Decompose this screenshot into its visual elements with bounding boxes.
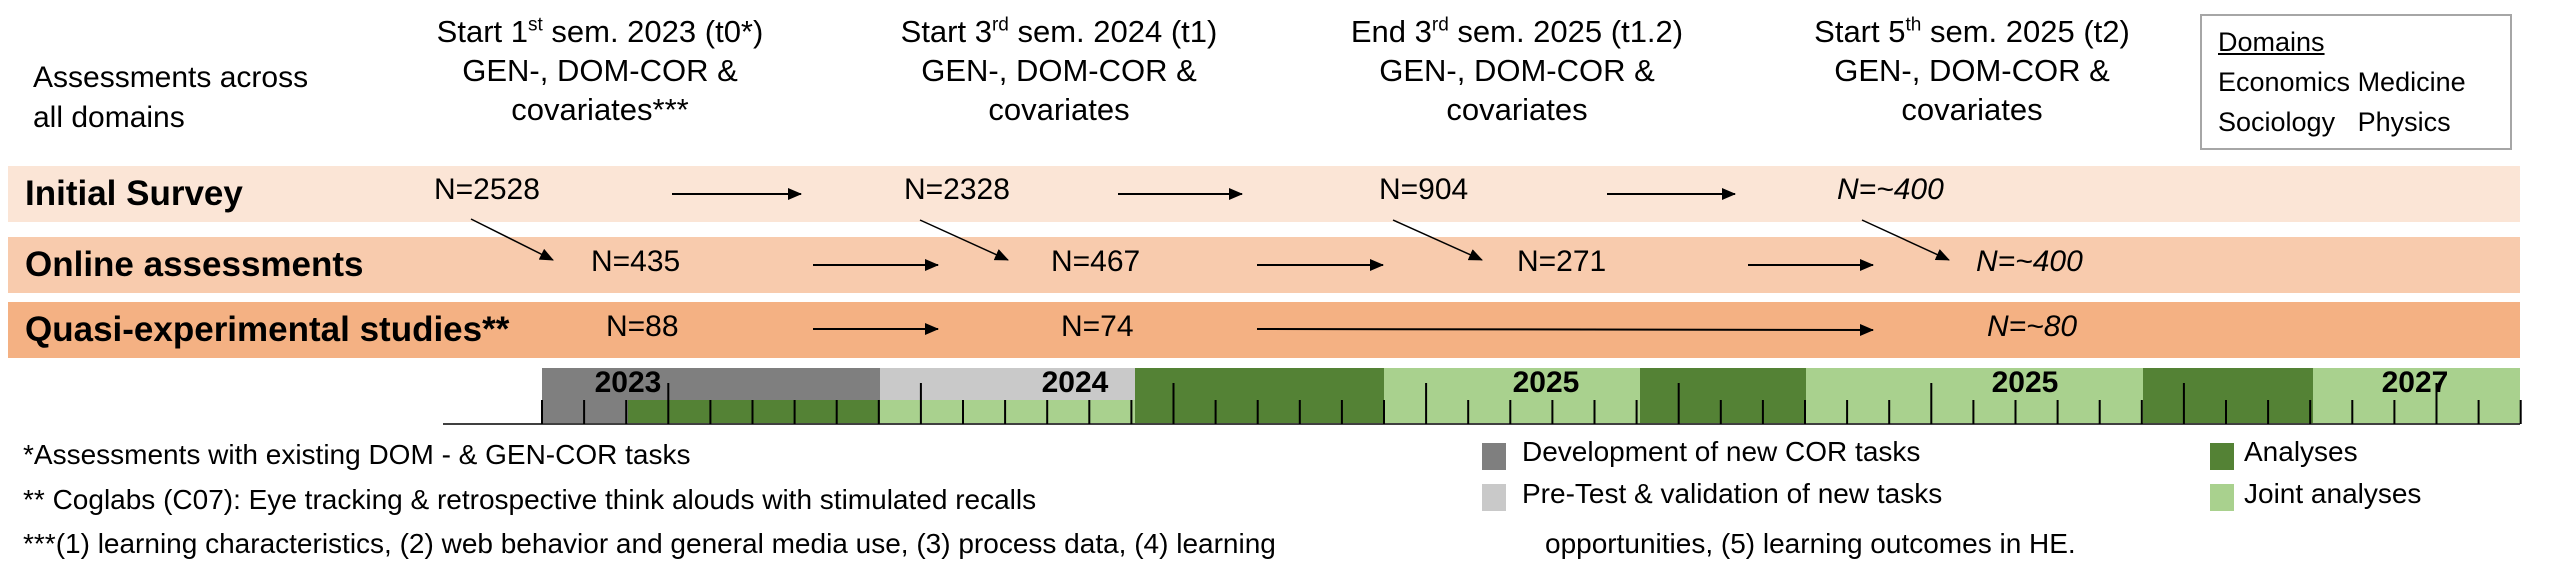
timepoint-header-t1-2: End 3rd sem. 2025 (t1.2) GEN-, DOM-COR &… [1350,14,1684,127]
n-initial-t0: N=2528 [434,173,540,206]
phase-analyses [628,400,880,424]
domains-box: Domains Economics Medicine Sociology Phy… [2200,14,2512,150]
phase-joint-analyses [2313,368,2520,424]
phase-joint-analyses [880,400,1135,424]
n-quasi-t0: N=88 [606,310,679,343]
arrow-diag-1 [470,218,554,261]
footnote-3: ***(1) learning characteristics, (2) web… [23,528,1276,559]
row-initial-survey: Initial Survey [8,166,2520,222]
n-online-t2: N=~400 [1976,245,2083,278]
legend-swatch-analyses [2210,443,2234,470]
year-label: 2024 [1041,366,1109,399]
n-online-t0: N=435 [591,245,681,278]
domain-sociology: Sociology [2218,107,2336,137]
phase-analyses [2143,368,2313,424]
footnote-1: *Assessments with existing DOM - & GEN-C… [23,439,691,470]
year-label: 2025 [1512,366,1580,399]
legend-label-joint-analyses: Joint analyses [2244,478,2422,509]
domain-medicine: Medicine [2357,67,2466,97]
row-title: Quasi-experimental studies** [25,310,510,349]
legend-label-development: Development of new COR tasks [1522,436,1921,467]
timepoint-header-t2: Start 5th sem. 2025 (t2) GEN-, DOM-COR &… [1814,14,2130,127]
phase-pretest [880,368,1135,400]
n-initial-t1: N=2328 [904,173,1010,206]
row-title: Initial Survey [25,174,243,213]
domain-economics: Economics [2218,67,2351,97]
legend-label-pretest: Pre-Test & validation of new tasks [1522,478,1943,509]
phase-analyses [1640,368,1806,424]
phase-joint-analyses [1806,368,2143,424]
arrow-quasi-2 [1256,323,1874,336]
legend-swatch-joint-analyses [2210,484,2234,511]
timeline-axis [443,423,2520,425]
n-quasi-t2: N=~80 [1987,310,2078,343]
n-quasi-t1: N=74 [1061,310,1134,343]
arrow-diag-2 [919,219,1009,261]
year-label: 2027 [2381,366,2449,399]
year-label: 2023 [594,366,662,399]
n-initial-t1-2: N=904 [1379,173,1469,206]
year-label: 2025 [1991,366,2059,399]
arrow-diag-4 [1861,219,1950,261]
domain-physics: Physics [2357,107,2451,137]
legend-swatch-development [1482,443,1506,470]
row-title: Online assessments [25,245,364,284]
legend-label-analyses: Analyses [2244,436,2358,467]
assessments-label-line1: Assessments across [33,61,309,94]
n-online-t1: N=467 [1051,245,1141,278]
domains-title: Domains [2218,27,2325,57]
legend-swatch-pretest [1482,484,1506,511]
timepoint-header-t1: Start 3rd sem. 2024 (t1) GEN-, DOM-COR &… [900,14,1218,127]
footnote-2: ** Coglabs (C07): Eye tracking & retrosp… [23,484,1037,515]
arrow-diag-3 [1392,219,1483,261]
n-initial-t2: N=~400 [1837,173,1944,206]
assessments-label-line2: all domains [33,101,185,134]
timepoint-header-t0: Start 1st sem. 2023 (t0*) GEN-, DOM-COR … [436,14,764,127]
footnote-3-continued: opportunities, (5) learning outcomes in … [1545,528,2076,559]
assessments-label: Assessments across all domains [33,58,308,138]
n-online-t1-2: N=271 [1517,245,1607,278]
